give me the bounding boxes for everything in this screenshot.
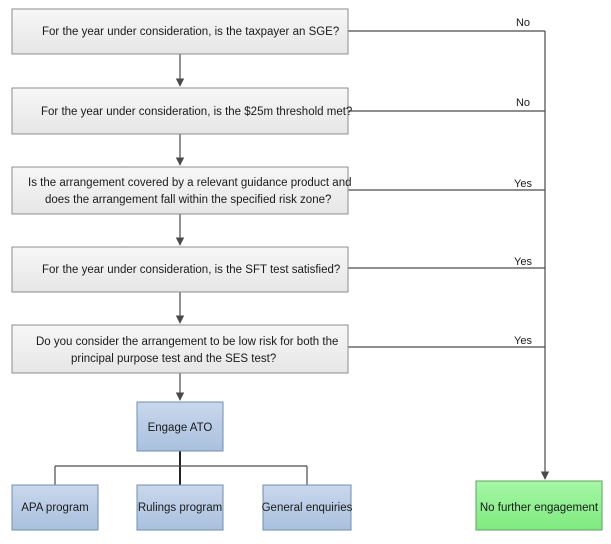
no-further-engagement-label: No further engagement [480, 502, 599, 514]
answer-label-5: Yes [514, 335, 532, 347]
engage-ato-node: Engage ATO [136, 401, 224, 452]
answer-connectors [348, 30, 550, 480]
question-box-3 [11, 166, 349, 215]
no-further-engagement-box [475, 480, 603, 531]
question-box-5 [11, 324, 349, 374]
question-2-line-1: For the year under consideration, is the… [41, 106, 352, 118]
question-1: For the year under consideration, is the… [11, 8, 349, 55]
question-4: For the year under consideration, is the… [11, 246, 349, 293]
answer-label-3: Yes [514, 178, 532, 190]
question-box-1 [11, 8, 349, 55]
program-rulings: Rulings program [136, 484, 224, 531]
apa-program-box [11, 484, 99, 531]
apa-program-label: APA program [21, 502, 89, 514]
question-1-line-1: For the year under consideration, is the… [42, 26, 339, 38]
rulings-program-label: Rulings program [138, 502, 222, 514]
answer-label-1: No [516, 17, 530, 29]
question-4-line-1: For the year under consideration, is the… [42, 264, 340, 276]
answer-label-2: No [516, 97, 530, 109]
question-3: Is the arrangement covered by a relevant… [11, 166, 351, 215]
general-enquiries-label: General enquiries [262, 502, 353, 514]
answer-labels: No No Yes Yes Yes [514, 17, 532, 347]
outcome-node: No further engagement [475, 480, 603, 531]
question-5-line-1: Do you consider the arrangement to be lo… [36, 336, 338, 348]
question-5-line-2: principal purpose test and the SES test? [71, 353, 276, 365]
program-tree [54, 451, 308, 485]
question-3-line-1: Is the arrangement covered by a relevant… [28, 177, 351, 189]
question-5: Do you consider the arrangement to be lo… [11, 324, 349, 374]
engage-ato-box [136, 401, 224, 452]
rulings-program-box [136, 484, 224, 531]
question-3-line-2: does the arrangement fall within the spe… [45, 194, 331, 206]
answer-label-4: Yes [514, 256, 532, 268]
general-enquiries-box [262, 484, 352, 531]
question-box-4 [11, 246, 349, 293]
program-general: General enquiries [262, 484, 353, 531]
question-2: For the year under consideration, is the… [11, 87, 352, 135]
engage-ato-label: Engage ATO [148, 422, 213, 434]
program-apa: APA program [11, 484, 99, 531]
question-box-2 [11, 87, 349, 135]
